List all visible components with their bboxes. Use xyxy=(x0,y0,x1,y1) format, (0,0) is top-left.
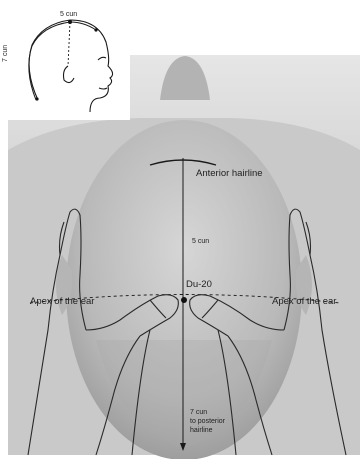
apex-ear-left-label: Apex of the ear xyxy=(30,296,94,307)
inset-front-point xyxy=(94,28,97,31)
inset-background xyxy=(0,0,130,120)
apex-ear-right-label: Apex of the ear xyxy=(272,296,336,307)
inset-back-point xyxy=(35,97,38,100)
du20-point xyxy=(181,297,187,303)
du20-label: Du-20 xyxy=(186,279,212,290)
inset-top-label: 5 cun xyxy=(60,11,77,18)
posterior-label-line1: 7 cun xyxy=(190,409,207,416)
anterior-hairline-label: Anterior hairline xyxy=(196,168,263,179)
mid-cun-label: 5 cun xyxy=(192,238,209,245)
inset-vertex-point xyxy=(68,20,72,24)
posterior-label-line2: to posterior xyxy=(190,418,225,425)
inset-side-label: 7 cun xyxy=(2,45,9,62)
posterior-label-line3: hairline xyxy=(190,427,213,434)
